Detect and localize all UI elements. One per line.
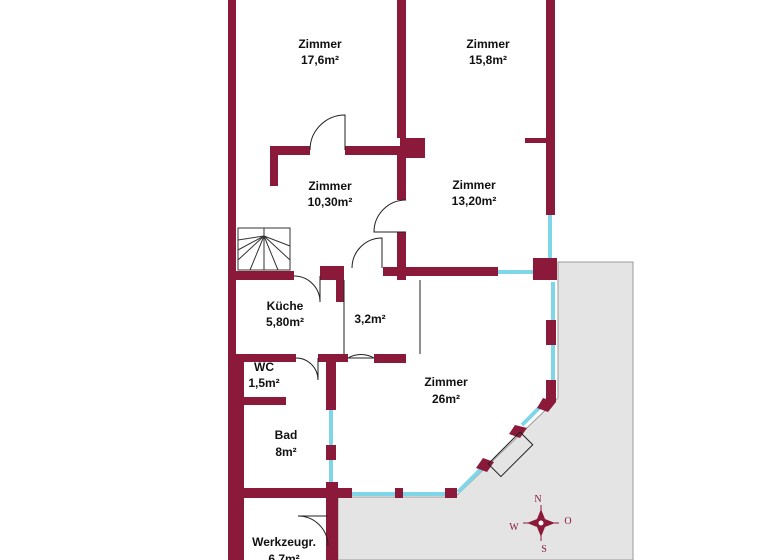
- compass-east: O: [564, 516, 571, 527]
- compass-west: W: [509, 522, 519, 533]
- room-werkzeug-area: 6,7m²: [268, 552, 299, 560]
- room-werkzeug-name: Werkzeugr.: [252, 535, 316, 549]
- room-wc-area: 1,5m²: [248, 376, 279, 390]
- kitchen-outline: [343, 280, 421, 354]
- compass-rose: N S W O: [509, 494, 571, 555]
- room-zimmer-4-area: 13,20m²: [452, 194, 497, 208]
- room-zimmer-1-area: 17,6m²: [301, 53, 339, 67]
- room-zimmer-4-name: Zimmer: [452, 178, 496, 192]
- room-zimmer-5-name: Zimmer: [424, 375, 468, 389]
- room-zimmer-2-name: Zimmer: [466, 37, 510, 51]
- room-wc-name: WC: [254, 360, 274, 374]
- staircase-icon: [237, 227, 291, 271]
- room-zimmer-2-area: 15,8m²: [469, 53, 507, 67]
- room-zimmer-5-area: 26m²: [432, 392, 460, 406]
- room-zimmer-1-name: Zimmer: [298, 37, 342, 51]
- room-zimmer-3-area: 10,30m²: [308, 195, 353, 209]
- room-labels: Zimmer 17,6m² Zimmer 15,8m² Zimmer 10,30…: [248, 37, 510, 560]
- room-kueche-area: 5,80m²: [266, 315, 304, 329]
- room-zimmer-3-name: Zimmer: [308, 179, 352, 193]
- doors: [293, 114, 534, 547]
- walls: [228, 0, 557, 560]
- room-flur-area: 3,2m²: [354, 312, 385, 326]
- room-bad-area: 8m²: [275, 445, 296, 459]
- compass-north: N: [534, 494, 541, 505]
- room-kueche-name: Küche: [267, 299, 304, 313]
- terrace: [337, 261, 634, 560]
- compass-south: S: [541, 544, 547, 555]
- room-bad-name: Bad: [275, 428, 298, 442]
